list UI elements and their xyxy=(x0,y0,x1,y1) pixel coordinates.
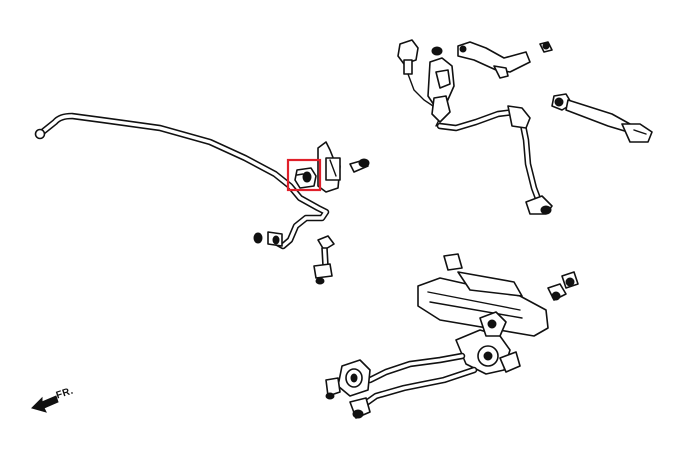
stabilizer-bracket xyxy=(317,141,341,193)
bracket-bolt xyxy=(349,158,370,173)
highlight-box xyxy=(286,158,322,192)
stabilizer-end-link xyxy=(313,235,335,285)
lower-arm-assembly xyxy=(325,253,579,419)
link-bushings xyxy=(253,231,283,247)
upper-knuckle-assembly xyxy=(397,39,553,215)
stabilizer-bushing-highlight[interactable] xyxy=(286,158,322,192)
upper-bracket-plate xyxy=(457,41,553,79)
upper-lateral-link xyxy=(551,93,653,143)
front-direction-arrow-icon xyxy=(31,395,59,413)
stabilizer-bar xyxy=(34,112,330,250)
